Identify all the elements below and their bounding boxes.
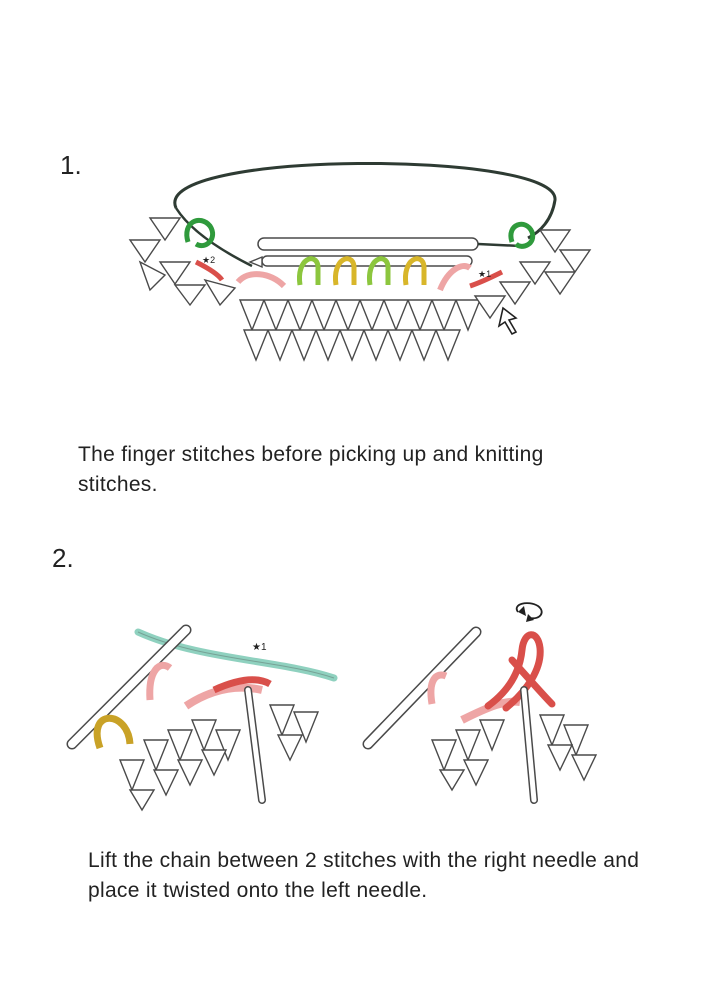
stitch-marker-right [508, 221, 536, 249]
teal-yarn [134, 628, 338, 682]
ochre-loop [93, 714, 134, 750]
pink-loop-right [427, 671, 448, 705]
step-2-star1-label: ★1 [252, 642, 267, 653]
step-1-illustration: ★2 ★1 [128, 161, 592, 362]
loop-yellow-2 [403, 256, 427, 286]
star2-label: ★2 [202, 255, 215, 265]
step-1-caption: The finger stitches before picking up an… [78, 443, 544, 496]
stitch-columns [128, 217, 592, 362]
arrow-pointer-icon [497, 306, 518, 336]
stitch-marker-left [184, 218, 216, 248]
step-1-number: 1. [60, 150, 82, 180]
step-2-number: 2. [52, 543, 74, 573]
step-2-right-illustration [362, 602, 598, 804]
red-chain-left [194, 259, 225, 282]
circular-cable [173, 161, 557, 240]
pink-stitch-right [437, 263, 472, 292]
twist-arrow-icon [515, 602, 543, 622]
right-needle [66, 624, 192, 750]
loop-light-green-1 [297, 256, 321, 286]
loop-yellow-1 [333, 256, 357, 286]
star1-label: ★1 [478, 269, 491, 279]
pink-loop-1 [146, 661, 173, 701]
step-2-caption: Lift the chain between 2 stitches with t… [88, 849, 640, 902]
red-chain-right [469, 269, 504, 289]
red-chain [212, 676, 272, 694]
red-twisted-loop [484, 631, 556, 712]
pink-stitch-left [235, 271, 287, 289]
loop-light-green-2 [367, 256, 391, 286]
